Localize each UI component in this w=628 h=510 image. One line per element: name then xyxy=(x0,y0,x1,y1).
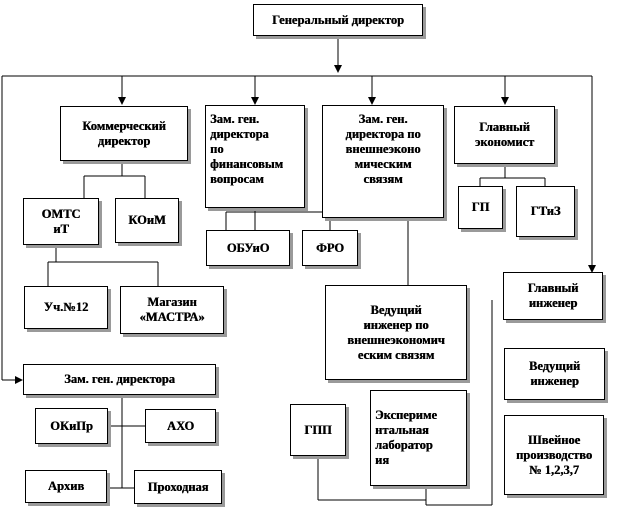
gpp-label: ГПП xyxy=(304,422,332,437)
uch12-box: Уч.№12 xyxy=(24,286,108,329)
checkpoint-box: Проходная xyxy=(134,470,222,504)
aho-box: АХО xyxy=(145,409,216,443)
omts-box: ОМТС иТ xyxy=(23,198,99,245)
experimental-lab-label: Экспериме нтальная лаборатор ия xyxy=(375,408,437,467)
omts-label: ОМТС иТ xyxy=(41,206,81,236)
fro-box: ФРО xyxy=(302,230,358,266)
okipr-label: ОКиПр xyxy=(50,418,93,433)
shop-box: Магазин «МАСТРА» xyxy=(120,286,224,334)
experimental-lab-box: Экспериме нтальная лаборатор ия xyxy=(370,390,467,486)
deputy-general-label: Зам. ген. директора xyxy=(64,372,175,386)
lead-engineer-foreign-box: Ведущий инженер по внешнеэкономич еским … xyxy=(325,285,467,380)
general-director-box: Генеральный директор xyxy=(253,4,423,36)
chief-economist-label: Главный экономист xyxy=(474,120,535,149)
commercial-director-label: Коммерческий директор xyxy=(82,118,166,148)
koim-label: КОиМ xyxy=(128,213,166,227)
sewing-production-label: Швейное производство № 1,2,3,7 xyxy=(515,432,593,477)
archive-box: Архив xyxy=(25,470,107,503)
uch12-label: Уч.№12 xyxy=(43,300,89,314)
general-director-label: Генеральный директор xyxy=(272,12,404,27)
deputy-finance-label: Зам. ген. директора по финансовым вопрос… xyxy=(210,112,284,186)
lead-engineer-foreign-label: Ведущий инженер по внешнеэкономич еским … xyxy=(347,302,445,362)
chief-economist-box: Главный экономист xyxy=(454,106,555,164)
lead-engineer-label: Ведущий инженер xyxy=(528,359,581,388)
deputy-general-box: Зам. ген. директора xyxy=(23,364,216,395)
sewing-production-box: Швейное производство № 1,2,3,7 xyxy=(504,415,604,495)
aho-label: АХО xyxy=(166,418,195,433)
chief-engineer-box: Главный инженер xyxy=(503,272,603,320)
archive-label: Архив xyxy=(47,479,85,493)
deputy-foreign-box: Зам. ген. директора по внешнеэконо мичес… xyxy=(322,105,444,218)
checkpoint-label: Проходная xyxy=(147,479,209,494)
chief-engineer-label: Главный инженер xyxy=(527,281,579,310)
gtiz-label: ГТиЗ xyxy=(530,204,561,218)
gp-label: ГП xyxy=(471,200,490,214)
deputy-foreign-label: Зам. ген. директора по внешнеэконо мичес… xyxy=(345,112,421,186)
gpp-box: ГПП xyxy=(290,404,346,456)
gtiz-box: ГТиЗ xyxy=(516,186,575,237)
obuio-box: ОБУиО xyxy=(206,230,290,266)
koim-box: КОиМ xyxy=(115,198,179,243)
lead-engineer-box: Ведущий инженер xyxy=(504,348,605,400)
shop-label: Магазин «МАСТРА» xyxy=(139,295,205,324)
deputy-finance-box: Зам. ген. директора по финансовым вопрос… xyxy=(205,105,305,208)
obuio-label: ОБУиО xyxy=(226,240,270,255)
okipr-box: ОКиПр xyxy=(35,408,108,444)
fro-label: ФРО xyxy=(315,240,345,255)
commercial-director-box: Коммерческий директор xyxy=(60,106,188,161)
gp-box: ГП xyxy=(458,186,503,229)
